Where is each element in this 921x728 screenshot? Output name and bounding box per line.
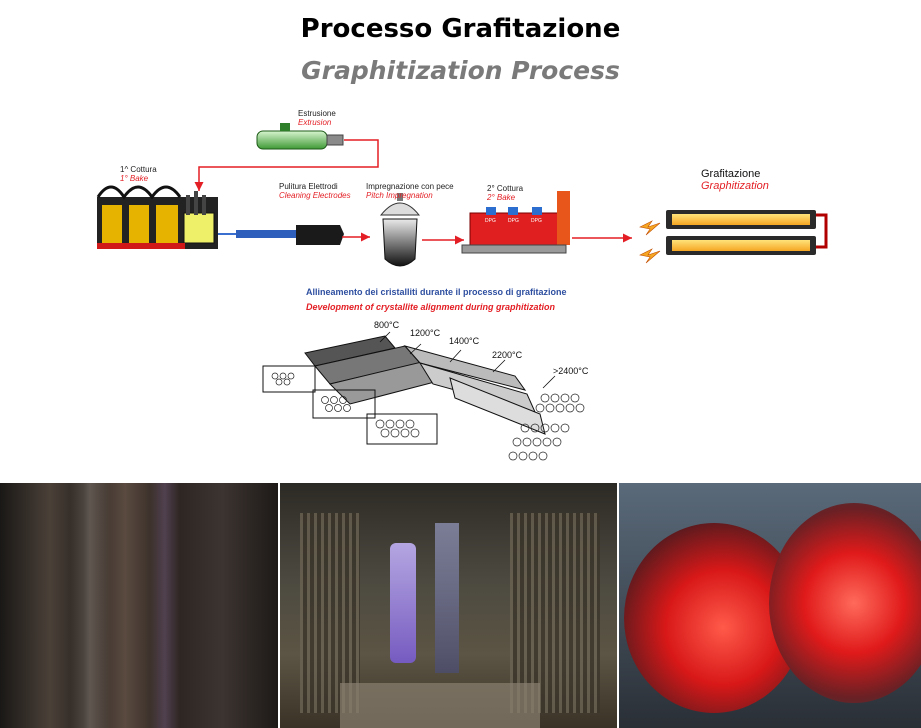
step-cleaning: Pulitura Elettrodi Cleaning Electrodes (279, 182, 351, 200)
kiln-tag-1: DPG (485, 218, 496, 224)
temperature-label-4: 2200°C (492, 350, 523, 360)
electrode-rods-photo (0, 483, 278, 728)
temperature-label-1: 800°C (374, 320, 400, 330)
step-label-it: Impregnazione con pece (366, 182, 454, 191)
step-second-bake: 2° Cottura 2° Bake (487, 184, 523, 202)
crystallite-caption-en: Development of crystallite alignment dur… (306, 302, 556, 312)
step-extrusion: Estrusione Extrusion (298, 109, 336, 127)
impregnation-vessel-icon (379, 193, 421, 267)
process-flow-diagram: DPG DPG DPG (96, 123, 828, 267)
step-label-en: Pitch Impregnation (366, 191, 433, 200)
bake-furnace-icon (96, 185, 218, 249)
extruder-icon (256, 123, 344, 150)
step-first-bake: 1^ Cottura 1° Bake (120, 165, 157, 183)
second-bake-kiln-icon: DPG DPG DPG (461, 191, 570, 254)
temperature-label-5: >2400°C (553, 366, 589, 376)
page-subtitle: Graphitization Process (301, 56, 620, 85)
temperature-label-2: 1200°C (410, 328, 441, 338)
electrode-icon (236, 225, 344, 245)
step-label-en: Cleaning Electrodes (279, 191, 351, 200)
crystallite-alignment-diagram (262, 331, 585, 461)
step-label-it: Grafitazione (701, 168, 761, 180)
crystallite-caption-it: Allineamento dei cristalliti durante il … (306, 287, 567, 297)
graphitization-hall-photo (280, 483, 617, 728)
step-label-en: 1° Bake (120, 174, 149, 183)
kiln-tag-3: DPG (531, 218, 542, 224)
step-label-en: Extrusion (298, 118, 332, 127)
kiln-tag-2: DPG (508, 218, 519, 224)
step-impregnation: Impregnazione con pece Pitch Impregnatio… (366, 182, 454, 200)
page-title: Processo Grafitazione (300, 14, 621, 44)
step-label-it: 1^ Cottura (120, 165, 157, 174)
step-label-it: 2° Cottura (487, 184, 524, 193)
temperature-label-3: 1400°C (449, 336, 480, 346)
step-graphitization: Grafitazione Graphitization (701, 168, 769, 192)
step-label-it: Estrusione (298, 109, 336, 118)
hot-electrodes-photo (619, 483, 921, 728)
step-label-en: 2° Bake (487, 193, 516, 202)
graphitization-furnace-icon (639, 210, 828, 264)
step-label-en: Graphitization (701, 180, 769, 192)
step-label-it: Pulitura Elettrodi (279, 182, 338, 191)
